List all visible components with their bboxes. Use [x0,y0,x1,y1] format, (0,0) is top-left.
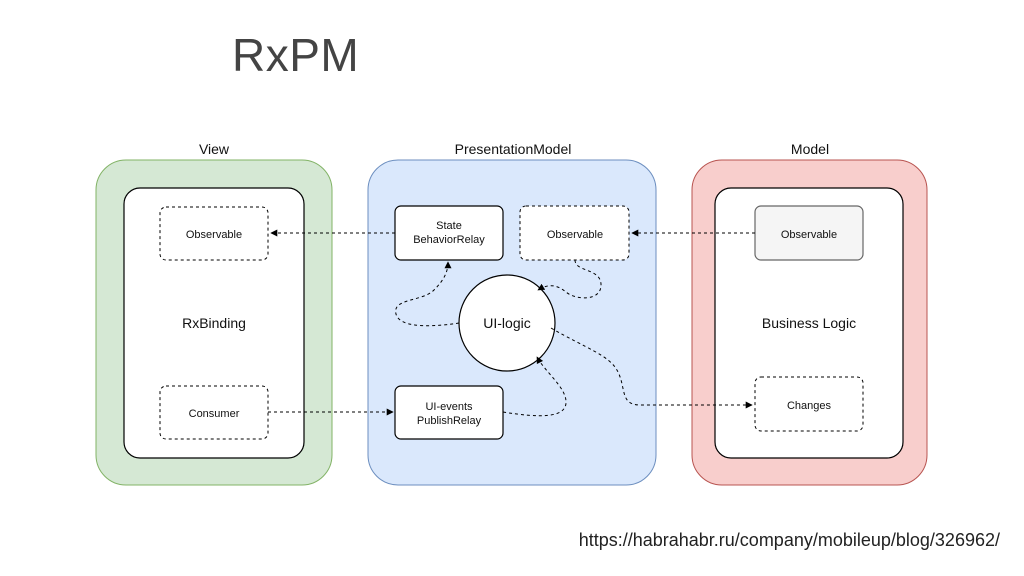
publishrelay-label: PublishRelay [417,415,482,427]
view-consumer-box [159,385,269,440]
model-changes-box [754,376,864,432]
state-label: State [436,220,462,232]
presentation-model-title: PresentationModel [455,141,572,157]
view-observable-box [159,206,269,261]
model-observable-label: Observable [781,229,837,241]
business-logic-label: Business Logic [762,315,856,331]
ui-events-label: UI-events [425,401,473,413]
arrow-ui-logic-to-state [395,261,460,327]
arrow-pm-observable-to-ui-logic [537,259,602,299]
view-title: View [199,141,230,157]
arrow-ui-logic-to-changes [550,327,753,409]
view-consumer-label: Consumer [189,408,240,420]
behaviorrelay-label: BehaviorRelay [413,234,485,246]
view-observable-label: Observable [186,229,242,241]
slide-title: RxPM [232,29,360,81]
pm-observable-label: Observable [547,229,603,241]
rxbinding-label: RxBinding [182,315,246,331]
model-title: Model [791,141,829,157]
model-changes-label: Changes [787,400,832,412]
ui-logic-label: UI-logic [483,315,530,331]
state-behaviorrelay-box [394,205,504,261]
source-url: https://habrahabr.ru/company/mobileup/bl… [578,530,1000,550]
